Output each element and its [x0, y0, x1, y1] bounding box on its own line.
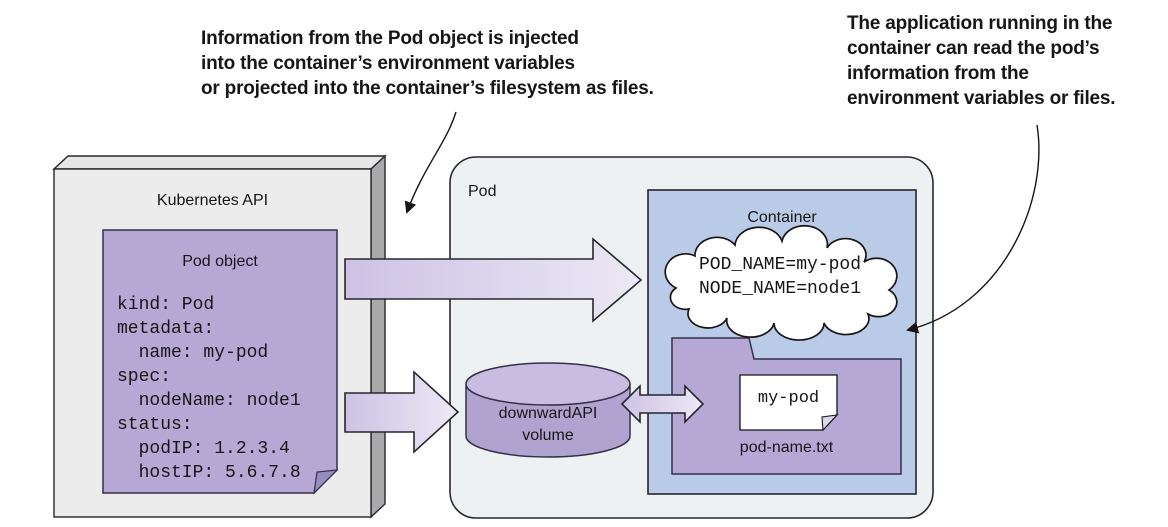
file-content: my-pod: [757, 389, 820, 408]
injection-arrow-env: [344, 237, 643, 323]
pod-object-title: Pod object: [182, 253, 258, 270]
annotation-left: Information from the Pod object is injec…: [201, 28, 654, 99]
pod-object-yaml: kind: Pod metadata: name: my-pod spec: n…: [117, 295, 301, 483]
file-dogear: [821, 414, 839, 432]
pod-title: Pod: [468, 183, 497, 200]
annotation-right: The application running in the container…: [847, 13, 1116, 109]
env-vars-text: POD_NAME=my-pod NODE_NAME=node1: [698, 255, 862, 299]
volume-folder-arrow: [620, 384, 705, 424]
pod-object-box: [102, 229, 339, 495]
env-cloud: [664, 224, 898, 341]
annotation-arrow-left: [404, 111, 457, 214]
volume-label: downwardAPI volume: [498, 405, 598, 444]
downward-api-volume-cylinder: [465, 362, 631, 458]
pod-name-file: [739, 374, 839, 432]
file-label: pod-name.txt: [739, 439, 834, 456]
kubernetes-api-title: Kubernetes API: [156, 192, 269, 209]
injection-arrow-volume: [344, 370, 460, 454]
annotation-arrow-right: [906, 124, 1040, 334]
pod-object-dogear: [313, 469, 339, 495]
container-title: Container: [747, 209, 817, 226]
